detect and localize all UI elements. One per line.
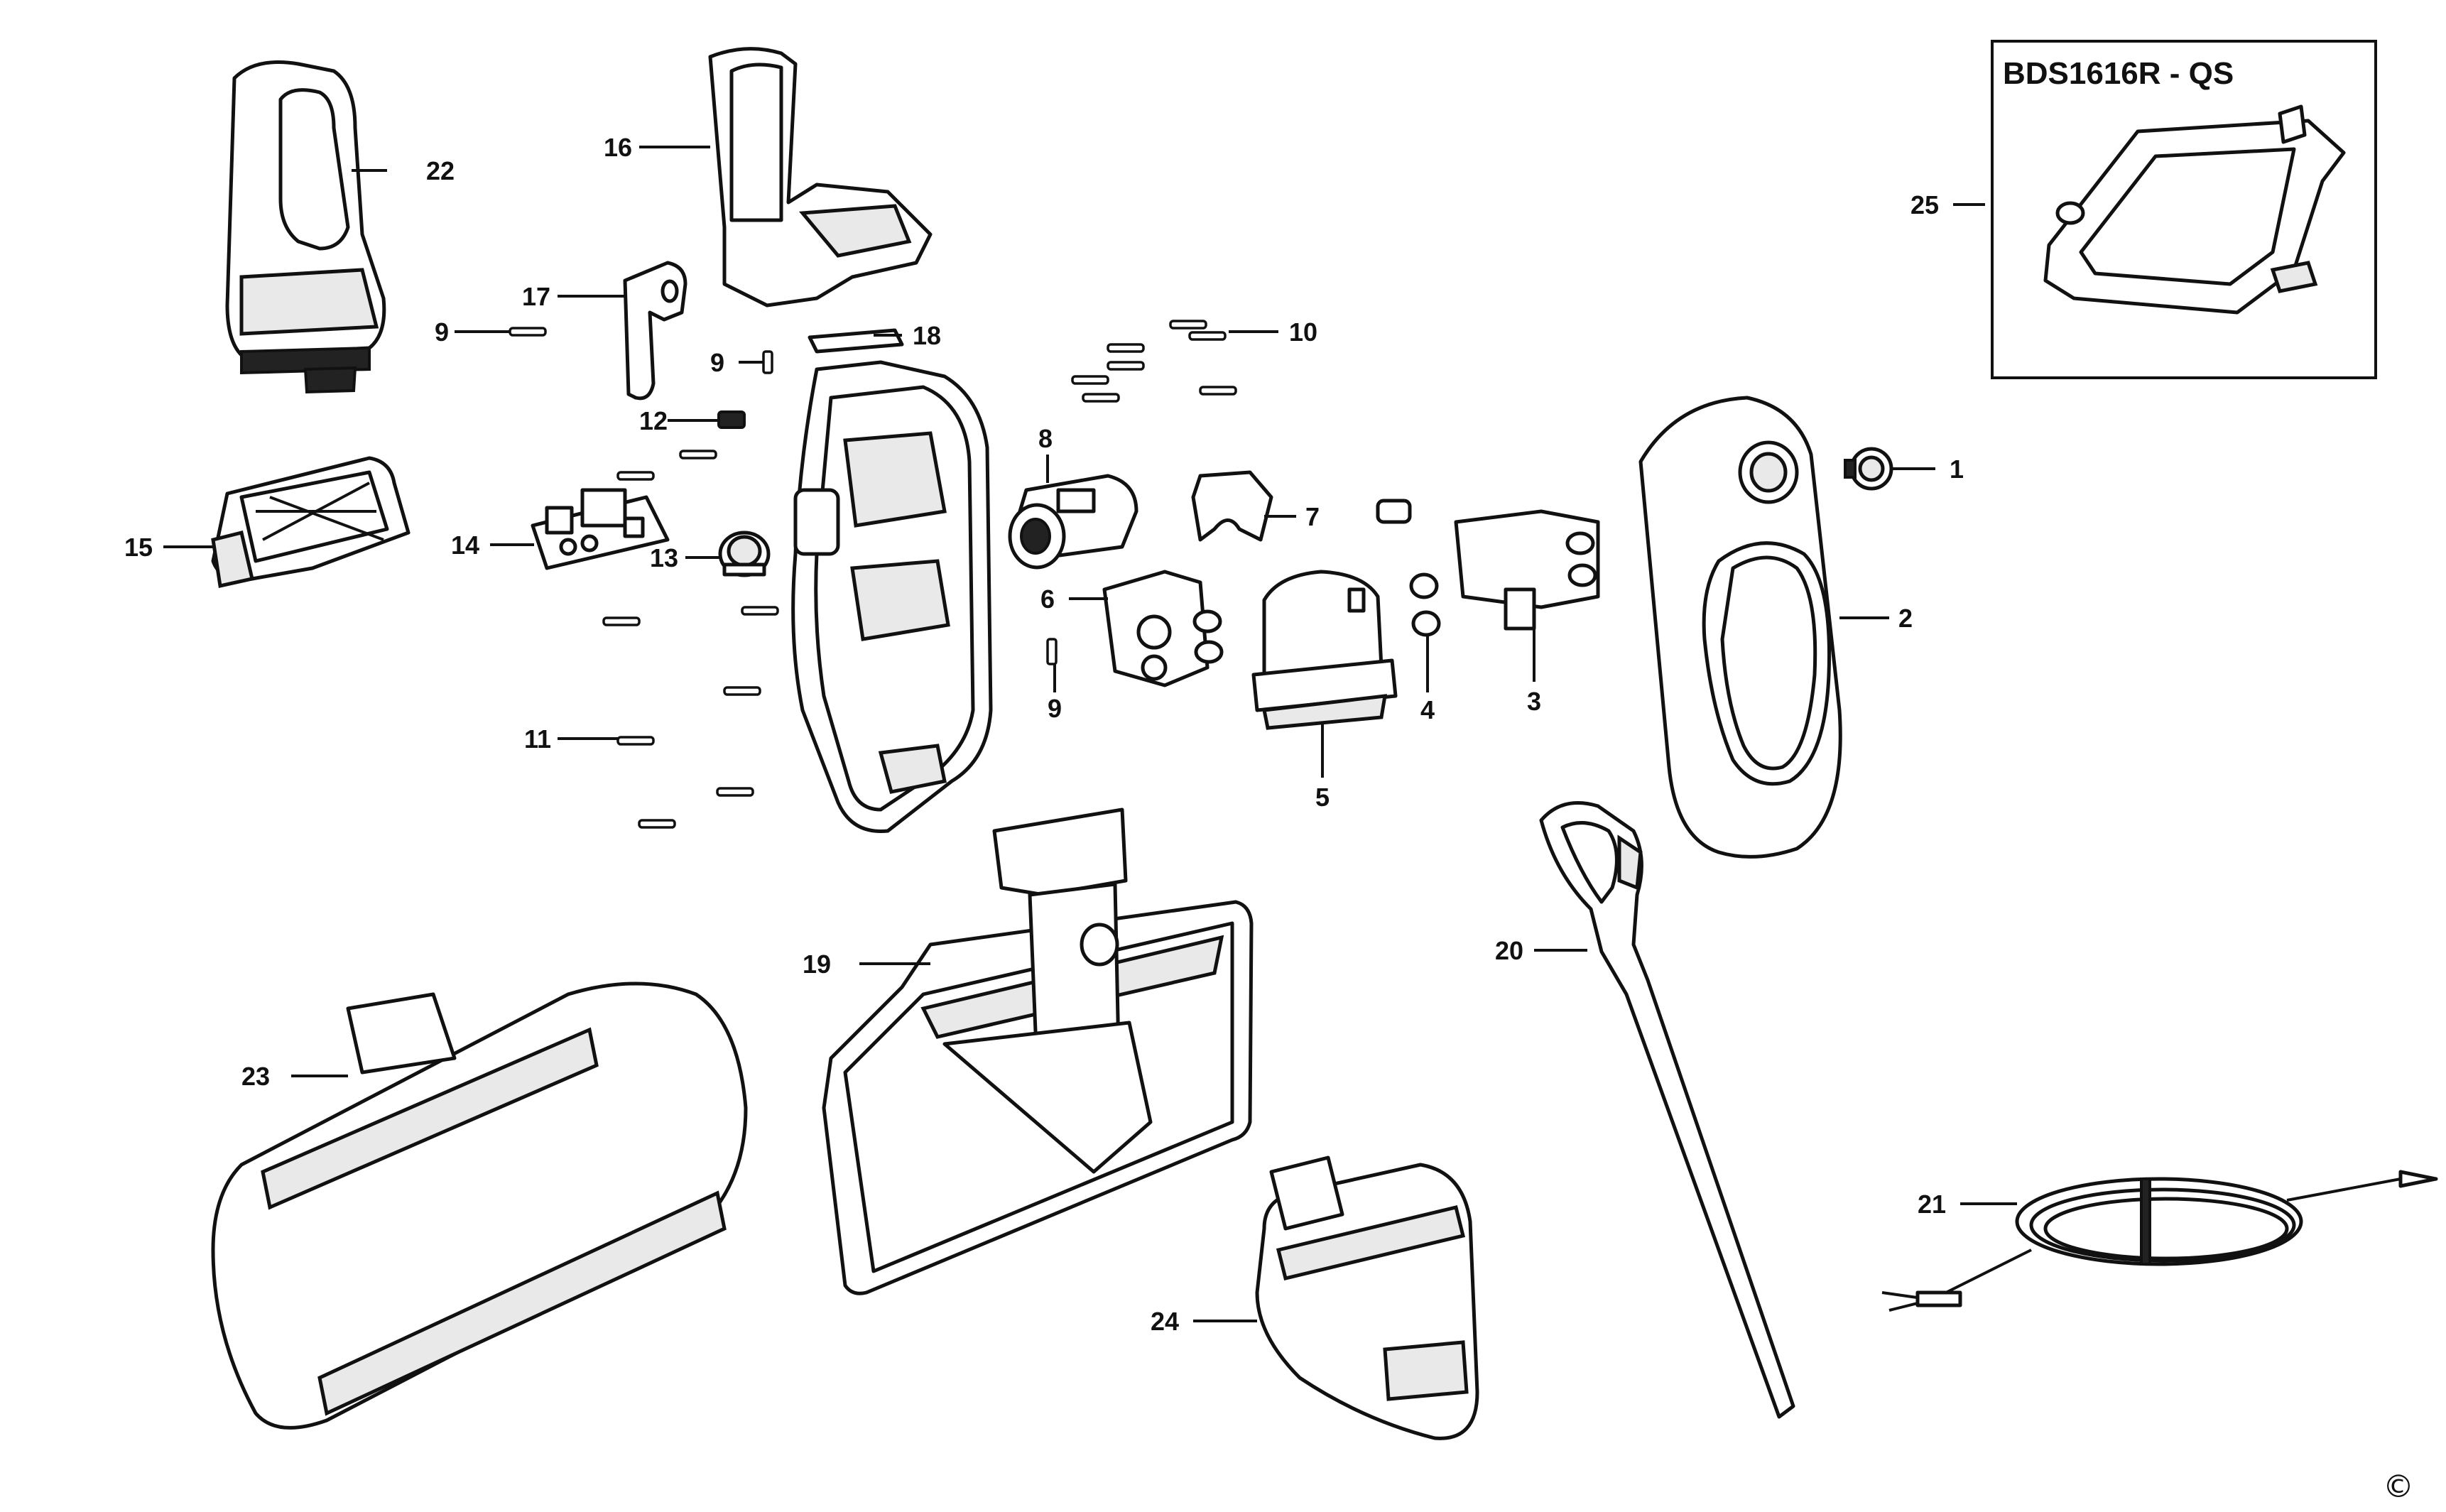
part-5-boiler (1251, 570, 1398, 730)
part-13-button (718, 531, 771, 577)
part-8-pump (1008, 474, 1138, 570)
part-16-handle-top (708, 47, 933, 308)
callout-23: 23 (241, 1062, 270, 1091)
callout-22: 22 (426, 156, 455, 185)
part-21-power-cord (1881, 1170, 2438, 1312)
part-7-bracket (1191, 470, 1273, 542)
callout-5: 5 (1315, 783, 1330, 812)
part-6-valve-bracket (1102, 570, 1224, 687)
part-17-clip (623, 261, 687, 401)
part-20-handle-pole (1539, 801, 1795, 1419)
callout-24: 24 (1151, 1307, 1179, 1336)
callout-15: 15 (124, 533, 153, 562)
part-19-steam-head (822, 807, 1254, 1295)
model-code: BDS1616R - QS (2003, 56, 2234, 91)
callout-8: 8 (1038, 424, 1053, 453)
screw-10a (1169, 320, 1207, 330)
part-1-knob (1844, 447, 1893, 491)
callout-9a: 9 (435, 317, 449, 347)
part-2-side-cover (1638, 396, 1842, 859)
model-inset-box: BDS1616R - QS (1991, 40, 2377, 379)
screw-10e (1071, 375, 1109, 385)
screw-10g (1082, 393, 1120, 403)
screw-11g (716, 787, 754, 797)
callout-3: 3 (1527, 687, 1541, 716)
callout-10: 10 (1289, 317, 1317, 347)
part-18-plate (808, 328, 904, 354)
screw-11a (616, 471, 655, 481)
part-22-water-tank (225, 60, 386, 394)
callout-16: 16 (604, 133, 632, 162)
part-12-connector (717, 410, 746, 429)
part-23-large-cloth (211, 981, 748, 1430)
screw-11e (723, 686, 761, 696)
screw-11d (602, 616, 641, 626)
callout-9c: 9 (1048, 694, 1062, 723)
callout-21: 21 (1918, 1190, 1946, 1219)
callout-13: 13 (650, 543, 678, 572)
screw-11b (679, 450, 717, 459)
callout-17: 17 (522, 282, 550, 311)
callout-1: 1 (1950, 455, 1964, 484)
screw-10f (1199, 386, 1237, 396)
callout-19: 19 (803, 950, 831, 979)
copyright-mark: © (2383, 1469, 2414, 1505)
callout-6: 6 (1040, 584, 1055, 614)
part-15-frame (211, 456, 411, 589)
callout-25: 25 (1910, 190, 1939, 219)
callout-18: 18 (913, 321, 941, 350)
callout-20: 20 (1495, 936, 1523, 965)
part-24-triangle-cloth (1255, 1155, 1479, 1440)
part-3-mount (1454, 509, 1600, 631)
screw-10c (1107, 343, 1145, 353)
part-4-grommets (1409, 572, 1441, 637)
screw-9b (762, 350, 773, 374)
screw-11f (616, 736, 655, 746)
screws (509, 320, 1237, 829)
callout-4: 4 (1420, 695, 1435, 724)
callout-labels: 1 2 3 4 5 6 7 8 9 9 9 10 11 12 13 14 15 … (124, 133, 1964, 1336)
callout-11: 11 (524, 724, 551, 754)
screw-11c (741, 606, 779, 616)
screw-10d (1107, 361, 1145, 371)
leader-lines (163, 146, 2017, 1322)
callout-12: 12 (639, 406, 668, 435)
main-body-housing (791, 360, 993, 833)
callout-14: 14 (451, 531, 479, 560)
screw-10b (1188, 331, 1227, 341)
part-25-glide-tray (2043, 104, 2346, 315)
callout-9b: 9 (710, 348, 724, 377)
screw-9a (509, 327, 547, 337)
part-14-pcb (531, 488, 670, 570)
thermostat-part (1376, 499, 1412, 524)
callout-2: 2 (1898, 604, 1913, 633)
screw-11h (638, 819, 676, 829)
callout-7: 7 (1305, 502, 1320, 531)
screw-9c (1046, 638, 1058, 665)
